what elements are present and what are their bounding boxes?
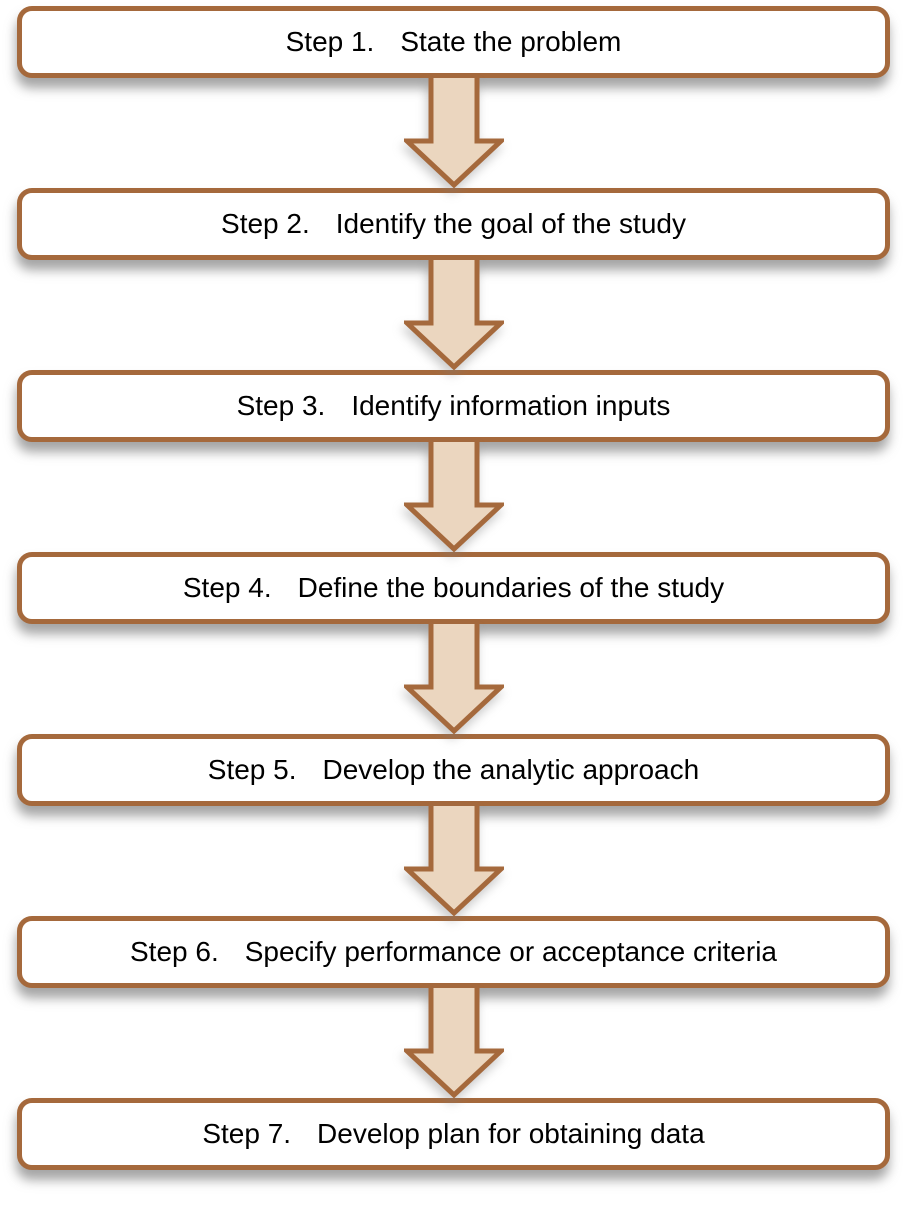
step-text: Identify the goal of the study xyxy=(335,208,686,239)
step-label: Step 6. xyxy=(130,936,219,967)
flow-connector-3 xyxy=(17,442,890,552)
step-text: Identify information inputs xyxy=(351,390,671,421)
step-label: Step 4. xyxy=(182,572,272,603)
step-text: Define the boundaries of the study xyxy=(297,572,725,603)
step-box-2: Step 2. Identify the goal of the study xyxy=(17,188,890,260)
flow-connector-4 xyxy=(17,624,890,734)
step-box-6: Step 6. Specify performance or acceptanc… xyxy=(17,916,890,988)
flow-connector-1 xyxy=(17,78,890,188)
step-label: Step 7. xyxy=(202,1118,292,1149)
step-label: Step 5. xyxy=(207,754,297,785)
step-text: State the problem xyxy=(400,26,622,57)
flowchart: Step 1. State the problem Step 2. Identi… xyxy=(17,0,890,1170)
step-label: Step 2. xyxy=(221,208,310,239)
step-label: Step 3. xyxy=(236,390,326,421)
down-arrow-icon xyxy=(403,78,504,188)
flow-connector-6 xyxy=(17,988,890,1098)
down-arrow-icon xyxy=(403,988,504,1098)
step-label: Step 1. xyxy=(285,26,375,57)
step-box-7: Step 7. Develop plan for obtaining data xyxy=(17,1098,890,1170)
down-arrow-icon xyxy=(403,624,504,734)
down-arrow-icon xyxy=(403,260,504,370)
step-box-5: Step 5. Develop the analytic approach xyxy=(17,734,890,806)
step-text: Develop the analytic approach xyxy=(322,754,700,785)
step-box-1: Step 1. State the problem xyxy=(17,6,890,78)
down-arrow-icon xyxy=(403,442,504,552)
flow-connector-5 xyxy=(17,806,890,916)
step-text: Develop plan for obtaining data xyxy=(317,1118,705,1149)
step-box-3: Step 3. Identify information inputs xyxy=(17,370,890,442)
flow-connector-2 xyxy=(17,260,890,370)
step-text: Specify performance or acceptance criter… xyxy=(244,936,777,967)
down-arrow-icon xyxy=(403,806,504,916)
step-box-4: Step 4. Define the boundaries of the stu… xyxy=(17,552,890,624)
